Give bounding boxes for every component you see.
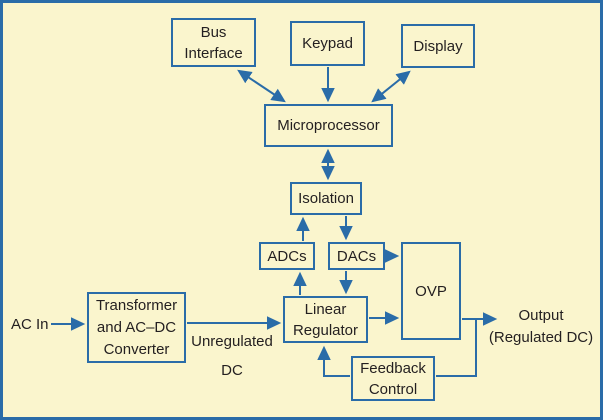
node-transformer-ac-dc-converter: Transformer and AC–DC Converter xyxy=(87,292,186,363)
node-label: Linear xyxy=(304,300,347,318)
arrow-display-microprocessor xyxy=(371,70,411,103)
node-label: Converter xyxy=(103,340,170,358)
label-line: Output xyxy=(518,307,564,324)
node-label: Feedback xyxy=(360,359,426,377)
node-label: Keypad xyxy=(302,35,353,52)
node-keypad: Keypad xyxy=(290,21,365,66)
node-label: and AC–DC xyxy=(96,318,177,336)
node-microprocessor: Microprocessor xyxy=(264,104,393,147)
label-unregulated-dc: Unregulated DC xyxy=(185,327,279,385)
label-line: (Regulated DC) xyxy=(488,329,594,346)
label-line: Unregulated xyxy=(191,333,273,350)
node-bus-interface: Bus Interface xyxy=(171,18,256,67)
label-ac-in: AC In xyxy=(11,316,49,333)
node-label: ADCs xyxy=(267,247,307,265)
node-label: Isolation xyxy=(298,190,354,207)
node-adcs: ADCs xyxy=(259,242,315,270)
node-feedback-control: Feedback Control xyxy=(351,356,435,401)
node-dacs: DACs xyxy=(328,242,385,270)
node-label: Microprocessor xyxy=(277,117,380,134)
node-label: Control xyxy=(368,380,418,398)
node-linear-regulator: Linear Regulator xyxy=(283,296,368,343)
arrow-businterface-microprocessor xyxy=(237,69,286,103)
node-label: Interface xyxy=(184,44,243,62)
node-label: Display xyxy=(413,37,463,55)
label-output-regulated-dc: Output (Regulated DC) xyxy=(482,305,600,349)
node-label: OVP xyxy=(415,282,447,300)
node-isolation: Isolation xyxy=(290,182,362,215)
node-display: Display xyxy=(401,24,475,68)
node-label: DACs xyxy=(336,247,377,265)
node-label: Bus xyxy=(200,23,227,41)
node-label: Regulator xyxy=(292,321,359,339)
label-line: DC xyxy=(221,362,243,379)
arrow-feedbackcontrol-to-linearregulator xyxy=(317,345,350,377)
node-ovp: OVP xyxy=(401,242,461,340)
node-label: Transformer xyxy=(95,296,178,314)
